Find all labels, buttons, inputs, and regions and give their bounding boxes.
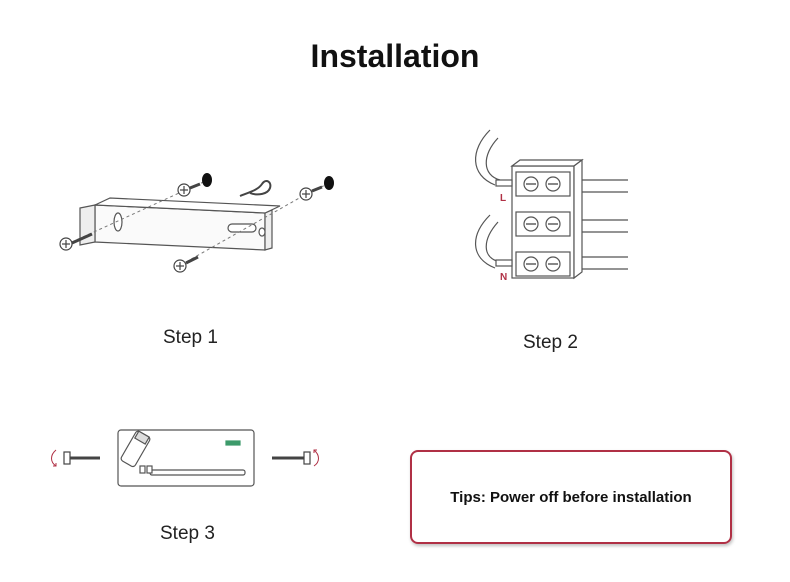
terminal-label-n: N [500,272,507,283]
page-title: Installation [310,38,480,74]
step-3-label: Step 3 [160,523,215,544]
step-1-label: Step 1 [163,327,218,348]
terminal-label-l: L [500,193,506,204]
tips-text: Tips: Power off before installation [450,488,692,506]
step-2-label: Step 2 [523,332,578,353]
tips-box: Tips: Power off before installation [410,450,732,544]
